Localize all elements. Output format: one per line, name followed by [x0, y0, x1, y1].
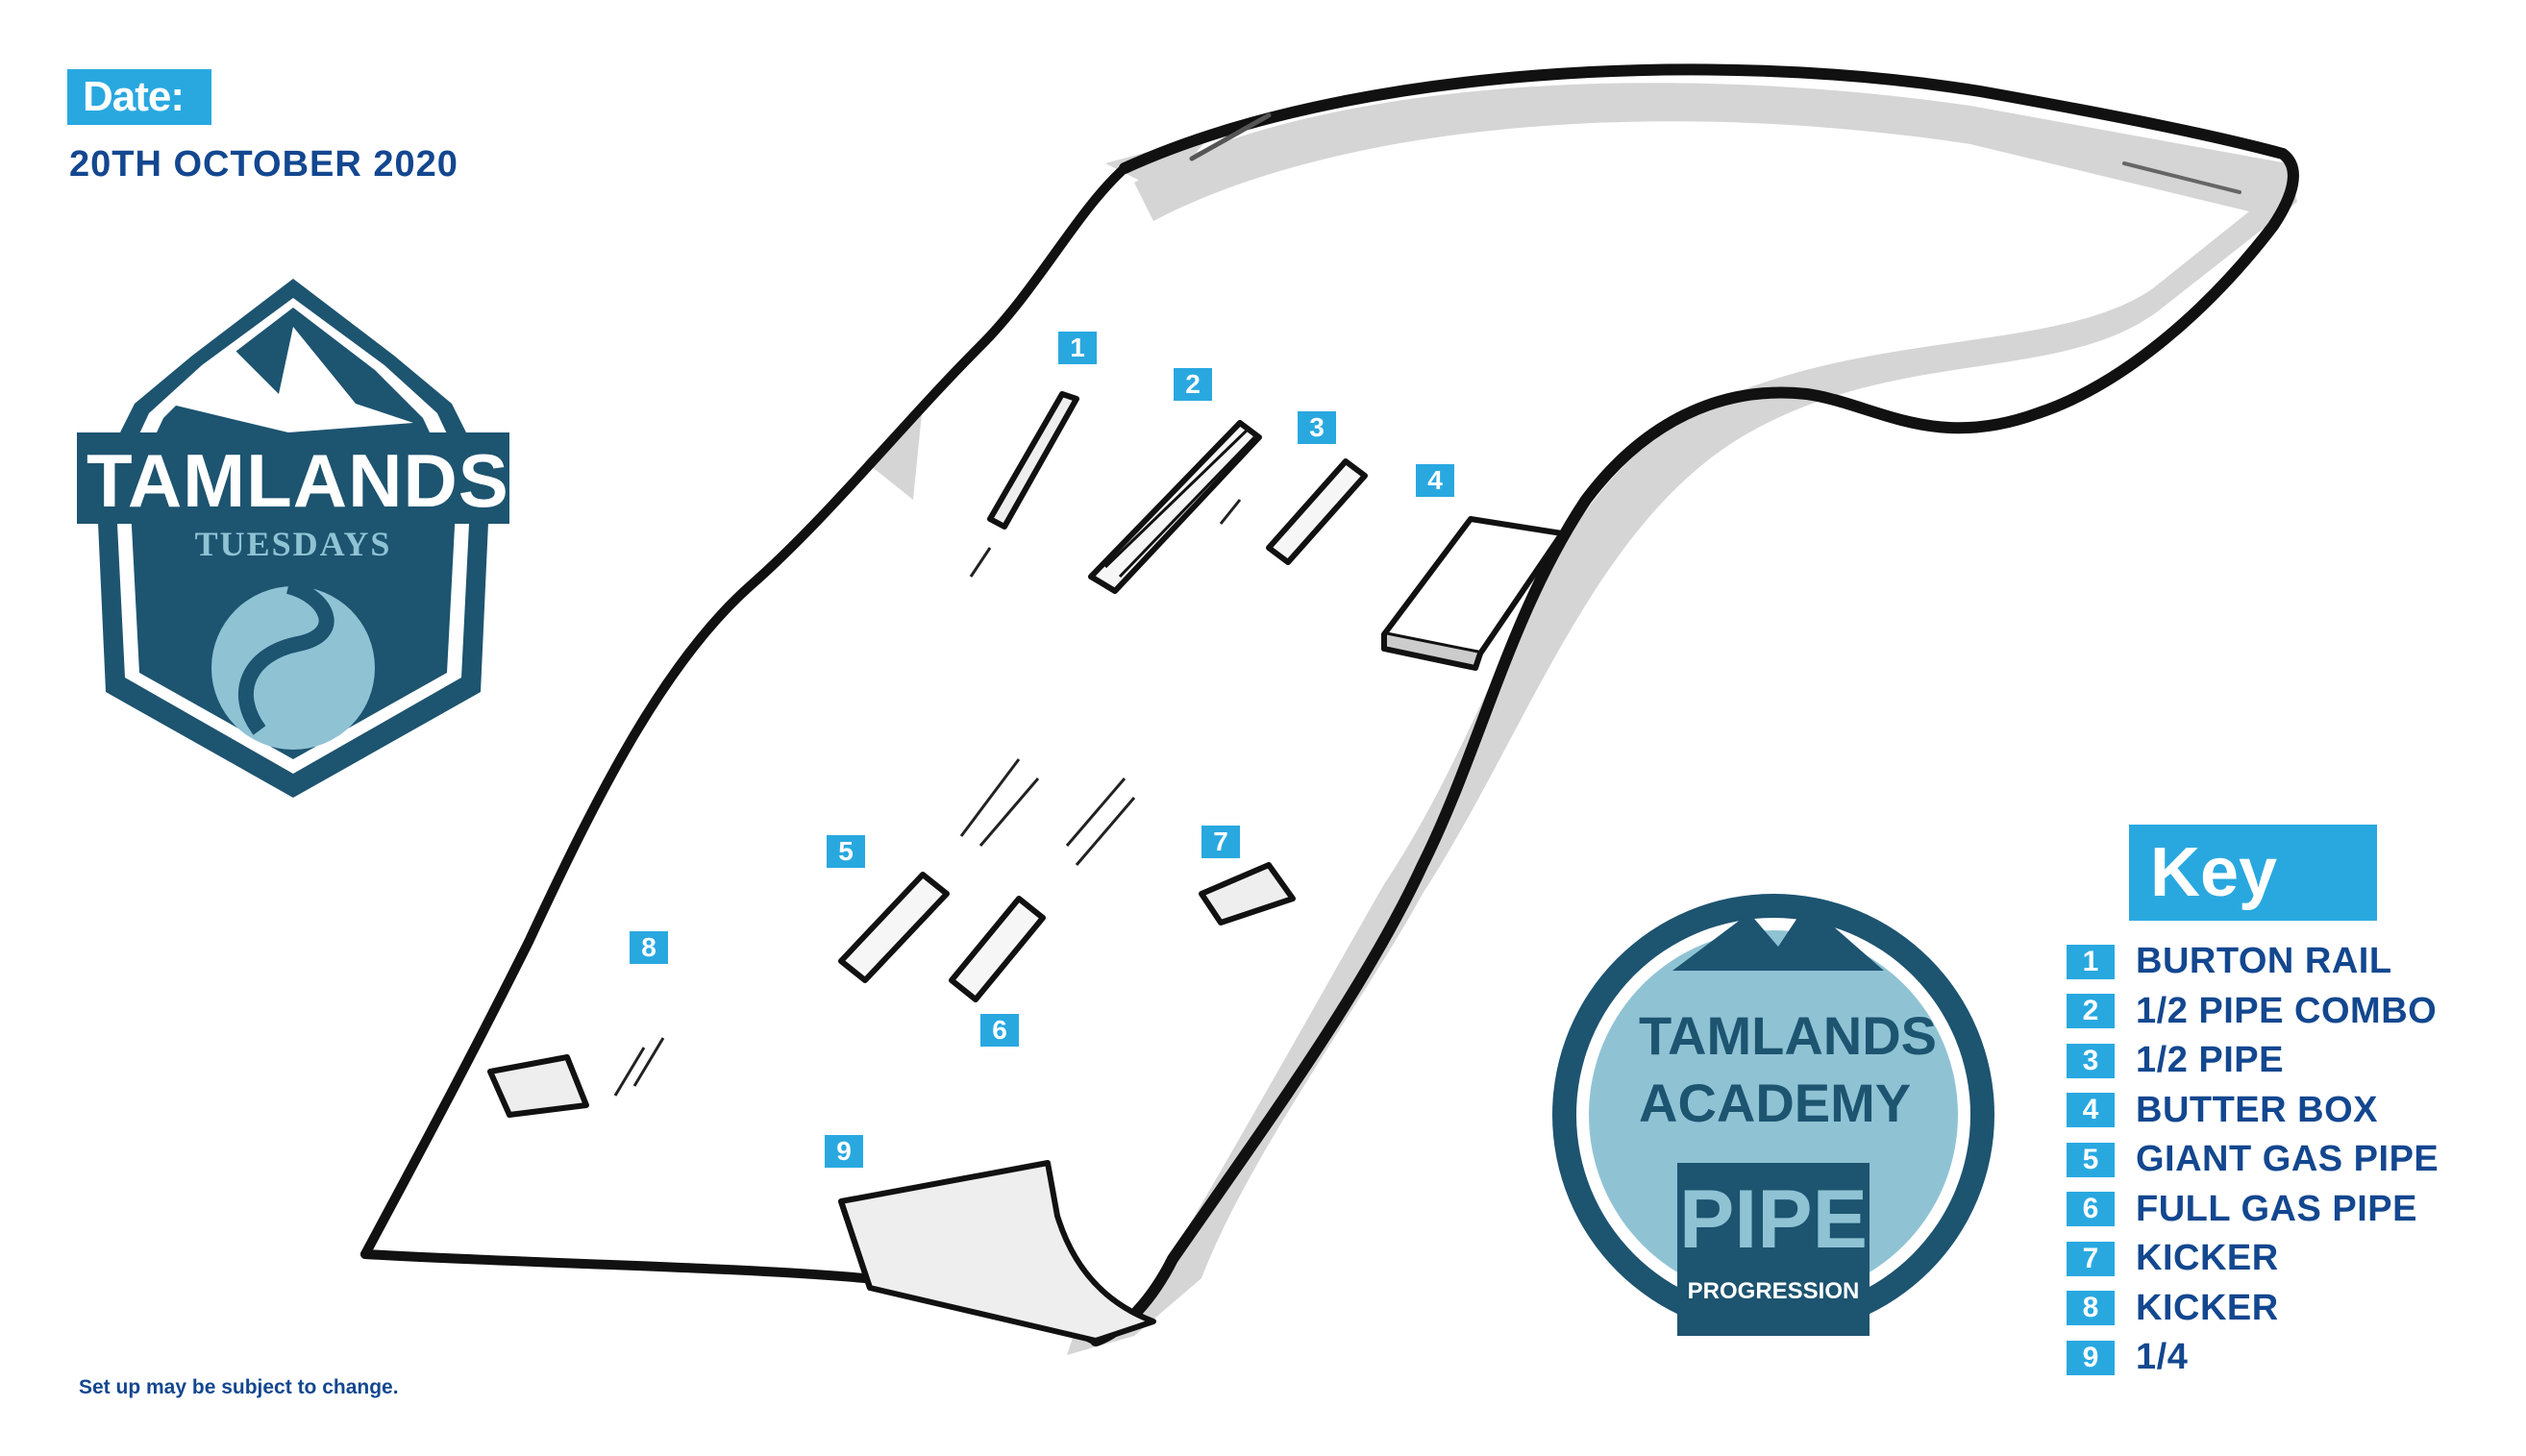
legend-number: 9	[2067, 1340, 2115, 1375]
disclaimer-text: Set up may be subject to change.	[79, 1376, 399, 1398]
legend-item: 7 KICKER	[2067, 1234, 2439, 1284]
date-label-badge: Date:	[67, 69, 211, 125]
feature-1-rail	[987, 391, 1079, 530]
legend-label: BUTTER BOX	[2136, 1089, 2378, 1130]
legend-number: 1	[2067, 944, 2115, 979]
academy-logo-line2: ACADEMY	[1639, 1073, 1912, 1133]
tamlands-academy-logo	[1552, 894, 1994, 1336]
legend-number: 4	[2067, 1093, 2115, 1128]
feature-9-quarter	[838, 1160, 1156, 1344]
park-features	[487, 391, 1565, 1344]
map-marker-6: 6	[978, 1011, 1022, 1049]
legend-item: 2 1/2 PIPE COMBO	[2067, 987, 2439, 1037]
track-lines	[613, 499, 1242, 1097]
legend-label: KICKER	[2136, 1238, 2279, 1279]
legend-number: 5	[2067, 1142, 2115, 1177]
legend-number: 2	[2067, 994, 2115, 1029]
legend-label: 1/4	[2136, 1337, 2189, 1378]
map-marker-9: 9	[822, 1132, 866, 1171]
legend-list: 1 BURTON RAIL 2 1/2 PIPE COMBO 3 1/2 PIPE 4…	[2067, 937, 2439, 1383]
legend-item: 1 BURTON RAIL	[2067, 937, 2439, 987]
legend-item: 5 GIANT GAS PIPE	[2067, 1135, 2439, 1185]
feature-2-pipe-combo	[1088, 420, 1262, 594]
legend-item: 9 1/4	[2067, 1333, 2439, 1383]
legend-label: BURTON RAIL	[2136, 941, 2392, 982]
feature-6-full-gas-pipe	[949, 896, 1046, 1002]
tuesdays-logo-title: TAMLANDS	[87, 438, 509, 523]
academy-logo-line3: PIPE	[1679, 1173, 1868, 1266]
feature-3-half-pipe	[1266, 458, 1368, 565]
map-marker-2: 2	[1171, 365, 1215, 404]
academy-logo-line1: TAMLANDS	[1639, 1005, 1938, 1066]
date-value: 20TH OCTOBER 2020	[69, 144, 458, 185]
legend-item: 6 FULL GAS PIPE	[2067, 1185, 2439, 1235]
legend-label: GIANT GAS PIPE	[2136, 1139, 2439, 1180]
legend-number: 3	[2067, 1043, 2115, 1078]
feature-4-butter-box	[1381, 516, 1565, 656]
park-outline	[360, 63, 2299, 1346]
tamlands-tuesdays-logo	[77, 279, 509, 798]
feature-5-giant-gas-pipe	[838, 872, 950, 983]
legend-label: FULL GAS PIPE	[2136, 1188, 2417, 1229]
academy-logo-line4: PROGRESSION	[1687, 1278, 1860, 1304]
legend-item: 8 KICKER	[2067, 1284, 2439, 1334]
legend-number: 6	[2067, 1192, 2115, 1227]
map-marker-3: 3	[1295, 408, 1339, 447]
legend-number: 8	[2067, 1291, 2115, 1326]
legend-item: 3 1/2 PIPE	[2067, 1036, 2439, 1086]
map-marker-4: 4	[1413, 461, 1457, 500]
legend-number: 7	[2067, 1241, 2115, 1276]
map-marker-5: 5	[824, 832, 868, 871]
feature-8-kicker	[487, 1054, 589, 1118]
legend-label: KICKER	[2136, 1287, 2279, 1328]
legend-label: 1/2 PIPE COMBO	[2136, 990, 2438, 1031]
map-marker-8: 8	[627, 928, 671, 967]
map-marker-7: 7	[1199, 823, 1243, 861]
legend-item: 4 BUTTER BOX	[2067, 1086, 2439, 1136]
legend-title: Key	[2129, 825, 2377, 921]
tuesdays-logo-subtitle: TUESDAYS	[194, 525, 392, 563]
legend-label: 1/2 PIPE	[2136, 1040, 2284, 1081]
feature-7-kicker	[1199, 862, 1296, 925]
map-marker-1: 1	[1055, 329, 1100, 367]
